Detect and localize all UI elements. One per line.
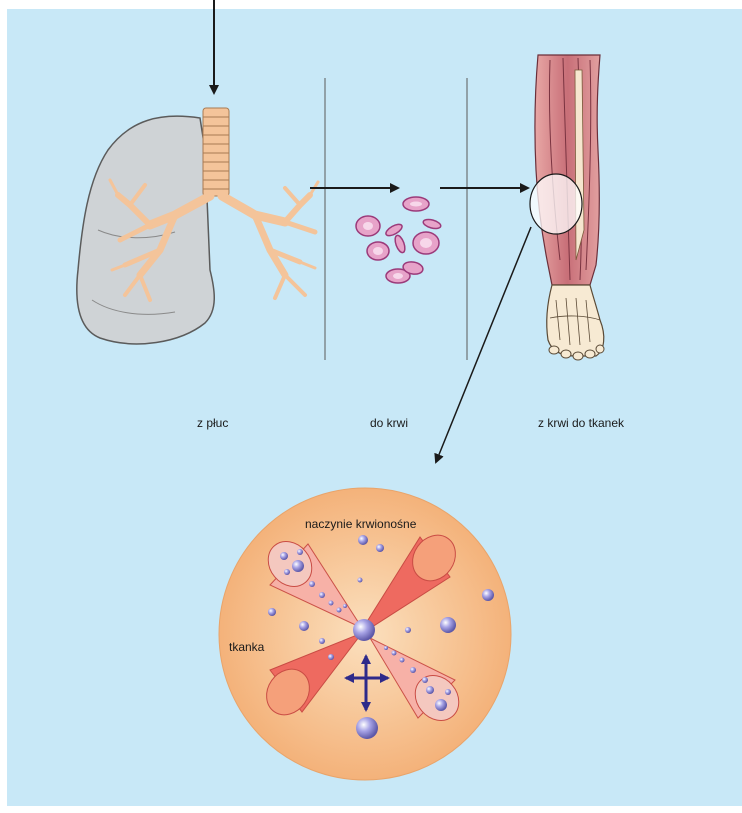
arrow-to-tissue-detail: [436, 227, 531, 462]
leg-muscle-illustration: [530, 55, 604, 360]
lungs-illustration: [77, 108, 318, 344]
label-tissue: tkanka: [229, 640, 264, 654]
label-to-blood: do krwi: [370, 416, 408, 430]
label-blood-to-tissue: z krwi do tkanek: [538, 416, 624, 430]
label-from-lungs: z płuc: [197, 416, 228, 430]
magnify-circle: [530, 174, 582, 234]
tissue-vessel-illustration: [219, 488, 511, 780]
red-blood-cells-illustration: [356, 197, 442, 283]
label-blood-vessel: naczynie krwionośne: [305, 517, 416, 531]
